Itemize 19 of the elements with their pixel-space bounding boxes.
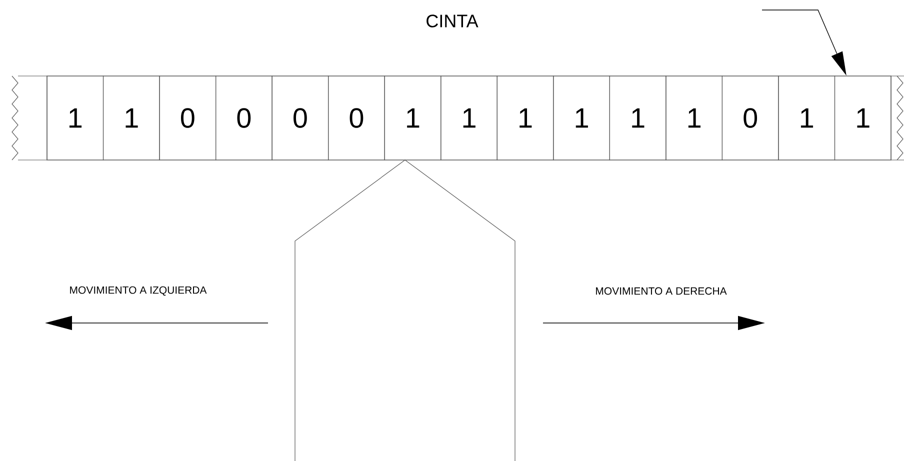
label: MOVIMIENTO A IZQUIERDA <box>70 286 207 296</box>
tape-cell: 0 <box>272 76 329 160</box>
tape-cell: 0 <box>216 76 272 160</box>
tape-cell: 1 <box>609 76 666 160</box>
tape-cell: 1 <box>46 76 104 160</box>
tape-cell: 0 <box>722 76 779 160</box>
title: CINTA <box>426 14 478 28</box>
tape-cell: 0 <box>159 76 216 160</box>
tape-cell: 1 <box>553 76 610 160</box>
tape-cell: 1 <box>496 76 554 160</box>
read-head <box>294 160 516 461</box>
tape-cell: 1 <box>666 76 723 160</box>
tape-cell: 0 <box>328 76 385 160</box>
tape-cell: 1 <box>440 76 498 160</box>
tape-cell: 1 <box>384 76 442 160</box>
tape-cell: 1 <box>834 76 892 160</box>
label: MOVIMIENTO A DERECHA <box>596 287 727 295</box>
tape-cell: 1 <box>778 76 836 160</box>
tape-cell: 1 <box>102 76 160 160</box>
